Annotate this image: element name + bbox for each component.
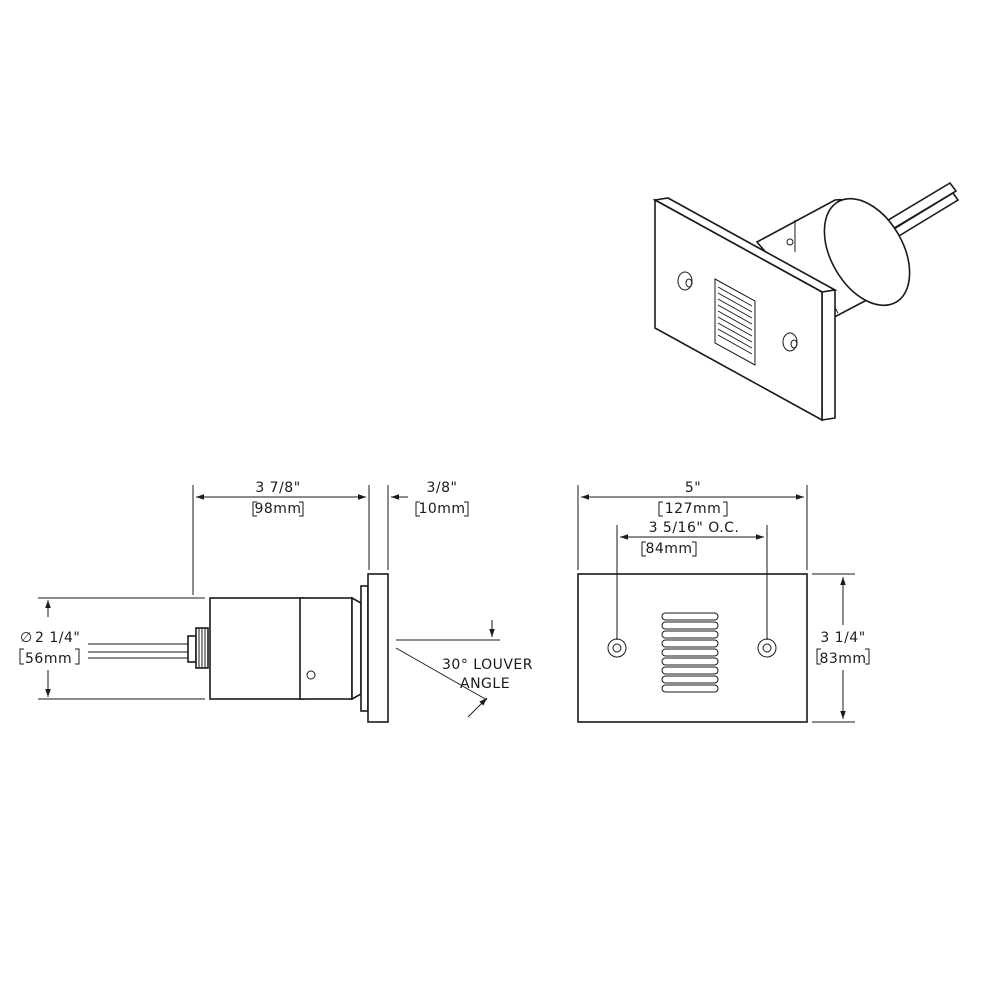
- dim-faceplate-width: 5" 127mm: [577, 480, 808, 570]
- side-faceplate: [367, 573, 389, 723]
- side-body-rear: [209, 597, 305, 700]
- faceplate-width-metric: 127mm: [665, 501, 722, 517]
- side-view: 3 7/8" 98mm 3/8" 10mm ∅ 2 1/4" 56mm: [19, 480, 533, 723]
- isometric-view: [652, 181, 960, 422]
- diameter-metric: 56mm: [25, 651, 72, 667]
- iso-wires: [879, 181, 960, 243]
- louver-label-line1: 30° LOUVER: [442, 657, 533, 673]
- body-length-imperial: 3 7/8": [255, 480, 300, 496]
- dim-body-length: 3 7/8" 98mm: [192, 480, 370, 595]
- iso-louver: [714, 278, 756, 366]
- front-faceplate: [577, 573, 808, 723]
- louver-angle-callout: 30° LOUVER ANGLE: [395, 620, 533, 718]
- flange-thickness-imperial: 3/8": [427, 480, 458, 496]
- wire-grommet: [187, 635, 197, 663]
- front-louver: [661, 612, 719, 693]
- body-length-metric: 98mm: [254, 501, 301, 517]
- dim-diameter: ∅ 2 1/4" 56mm: [19, 597, 205, 700]
- flange-thickness-metric: 10mm: [418, 501, 465, 517]
- faceplate-width-imperial: 5": [685, 480, 701, 496]
- dim-flange-thickness: 3/8" 10mm: [350, 480, 469, 570]
- louver-label-line2: ANGLE: [460, 676, 510, 692]
- diameter-symbol: ∅: [20, 630, 33, 646]
- mount-spacing-imperial: 3 5/16" O.C.: [649, 520, 740, 536]
- mount-spacing-metric: 84mm: [645, 541, 692, 557]
- diameter-imperial: 2 1/4": [35, 630, 80, 646]
- side-wires: [88, 643, 188, 659]
- front-view: 5" 127mm 3 5/16" O.C. 84mm 3 1/4" 83mm: [577, 480, 870, 723]
- faceplate-height-metric: 83mm: [819, 651, 866, 667]
- dim-faceplate-height: 3 1/4" 83mm: [812, 573, 870, 723]
- side-flange-back: [360, 585, 369, 712]
- faceplate-height-imperial: 3 1/4": [820, 630, 865, 646]
- side-body-front: [299, 597, 353, 700]
- iso-cylinder: [755, 197, 911, 324]
- dim-mount-spacing: 3 5/16" O.C. 84mm: [616, 520, 768, 640]
